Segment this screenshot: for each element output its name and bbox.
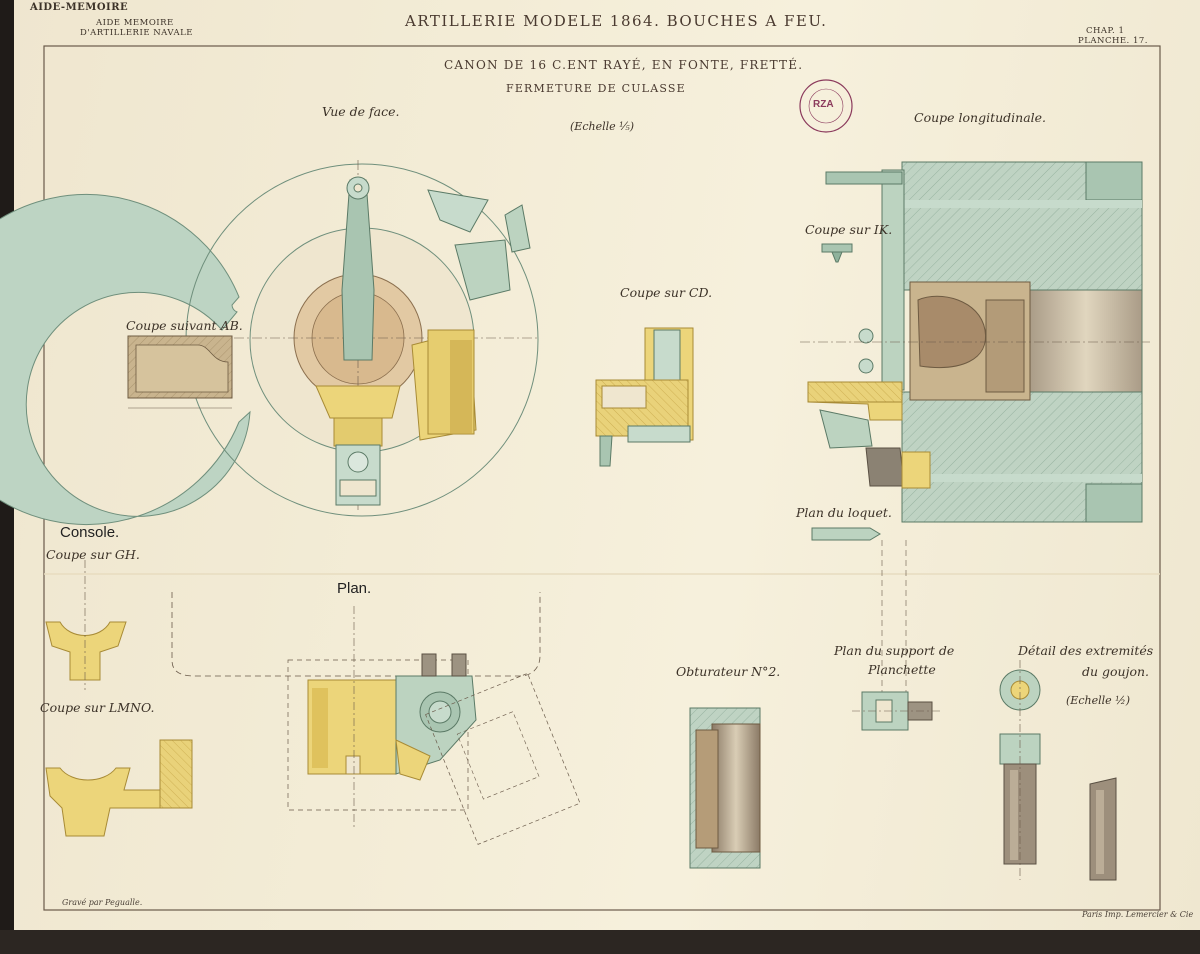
- header-title: ARTILLERIE MODELE 1864. BOUCHES A FEU.: [405, 12, 828, 30]
- label-console: Console.: [60, 524, 120, 541]
- header-right-line2: PLANCHE. 17.: [1078, 36, 1148, 46]
- label-support-line2: Planchette: [868, 662, 936, 677]
- support-plan-drawing: [852, 691, 942, 731]
- header-right-line1: CHAP. 1: [1086, 26, 1125, 36]
- footer-engraver: Gravé par Pegualle.: [62, 898, 143, 907]
- section-cd-drawing: [595, 327, 694, 467]
- section-ab-drawing: [127, 335, 233, 409]
- console-lmno-drawing: [45, 739, 193, 837]
- label-front-view: Vue de face.: [322, 104, 400, 119]
- library-stamp: [799, 79, 853, 133]
- label-detail-scale: (Echelle ½): [1066, 694, 1131, 707]
- header-left-line2: D'ARTILLERIE NAVALE: [80, 28, 193, 38]
- label-detail-line1: Détail des extremités: [1018, 643, 1154, 658]
- latch-plan-drawing: [811, 527, 907, 700]
- label-section-lmno: Coupe sur LMNO.: [40, 700, 155, 715]
- header-left-line1: AIDE MEMOIRE: [96, 18, 174, 28]
- front-view-drawing: [0, 160, 540, 525]
- label-plan: Plan.: [337, 580, 372, 597]
- longitudinal-section-drawing: [800, 161, 1150, 523]
- plate-scale: (Echelle ⅕): [570, 120, 635, 133]
- obturator-drawing: [689, 707, 761, 869]
- label-latch-plan: Plan du loquet.: [796, 505, 892, 520]
- label-detail-line2: du goujon.: [1082, 664, 1150, 679]
- footer-printer: Paris Imp. Lemercier & Cie: [1082, 910, 1194, 919]
- label-support-line1: Plan du support de: [834, 643, 955, 658]
- plate-subtitle: FERMETURE DE CULASSE: [506, 82, 686, 95]
- label-section-ab: Coupe suivant AB.: [126, 318, 243, 333]
- plan-drawing: [171, 592, 581, 845]
- label-longitudinal: Coupe longitudinale.: [914, 110, 1047, 125]
- header-top-left: AIDE-MEMOIRE: [30, 2, 129, 13]
- label-section-cd: Coupe sur CD.: [620, 285, 713, 300]
- console-gh-drawing: [45, 560, 127, 690]
- pin-detail-drawing: [999, 660, 1117, 881]
- label-section-gh: Coupe sur GH.: [46, 547, 140, 562]
- label-section-ik: Coupe sur IK.: [805, 222, 893, 237]
- label-obturator: Obturateur N°2.: [676, 664, 781, 679]
- plate-title: CANON DE 16 C.ENT RAYÉ, EN FONTE, FRETTÉ…: [444, 58, 804, 72]
- stamp-center-text: RZA: [813, 99, 834, 110]
- section-ik-drawing: [821, 243, 853, 263]
